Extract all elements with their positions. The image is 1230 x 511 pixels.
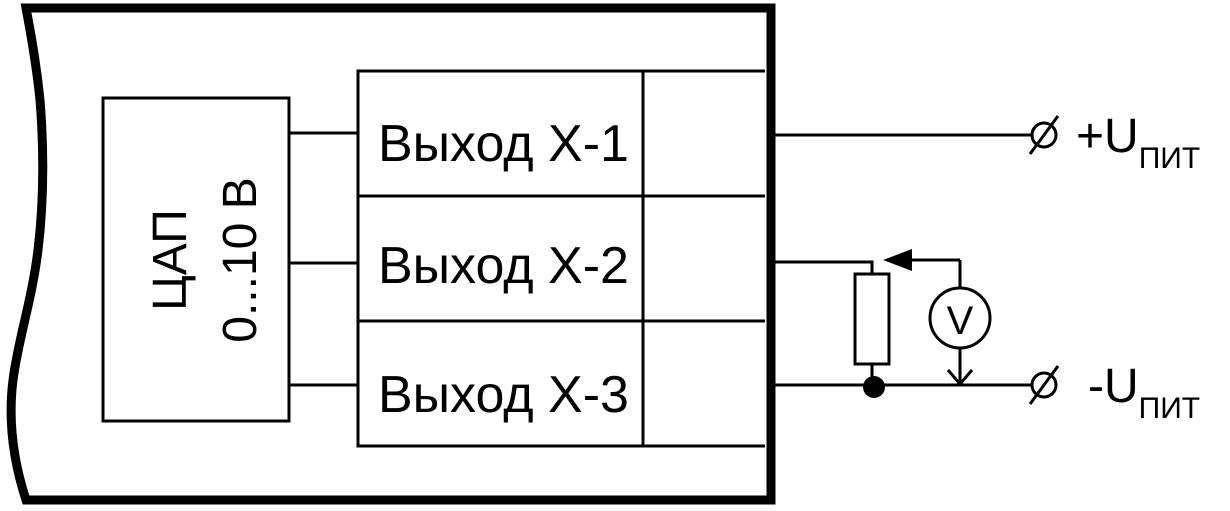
terminal-label-x2: Выход Х-2 [378,237,629,295]
positive-supply-terminal-slash [1028,115,1060,155]
negative-supply-terminal-slash [1028,365,1060,405]
dac-label-group: ЦАП 0...10 В [144,177,267,342]
terminal-label-x3: Выход Х-3 [378,366,629,424]
positive-supply-label: +UПИТ [1076,110,1200,175]
negative-supply-subscript: ПИТ [1139,392,1200,425]
potentiometer [853,272,891,366]
dac-block [101,96,291,423]
x2-output-wire [771,260,874,274]
positive-supply-subscript: ПИТ [1139,142,1200,175]
dac-range-label: 0...10 В [214,177,267,342]
junction-dot [863,376,885,398]
negative-supply-label: -UПИТ [1088,360,1200,425]
voltmeter-label: V [947,299,974,343]
device-housing [6,3,776,505]
wiper-arrow-icon [883,249,912,271]
dac-label: ЦАП [144,209,197,310]
terminal-label-x1: Выход Х-1 [378,115,629,173]
terminal-block [356,69,645,448]
